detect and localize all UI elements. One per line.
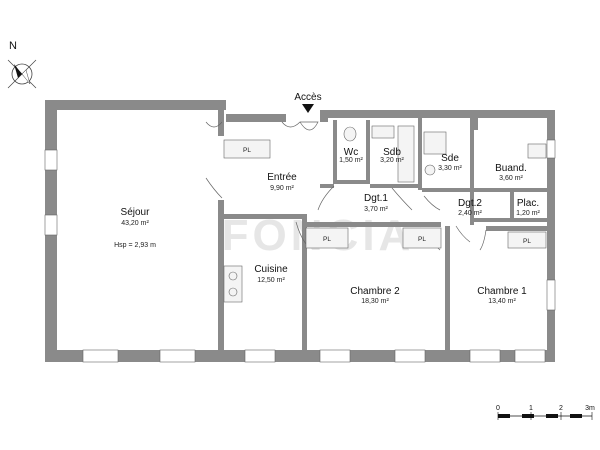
room-wc: Wc 1,50 m² (339, 147, 363, 164)
access-arrow-icon (302, 104, 314, 113)
scale-tick-1: 1 (529, 405, 533, 412)
room-name-dgt1: Dgt.1 (364, 193, 388, 204)
closet-label-entree: PL (243, 147, 251, 154)
room-area-sdb: 3,20 m² (380, 157, 404, 164)
room-area-dgt1: 3,70 m² (364, 206, 388, 213)
room-name-wc: Wc (344, 147, 358, 158)
room-dgt2: Dgt.2 2,40 m² (458, 198, 482, 217)
access-label: Accès (294, 92, 321, 103)
room-name-buand: Buand. (495, 163, 527, 174)
room-name-sdb: Sdb (383, 147, 401, 158)
room-cuisine: Cuisine 12,50 m² (254, 264, 288, 284)
room-plac: Plac. 1,20 m² (516, 198, 540, 217)
compass-north-label: N (9, 40, 17, 52)
interior-walls (218, 110, 550, 352)
room-area-buand: 3,60 m² (499, 175, 523, 182)
room-sde: Sde 3,30 m² (438, 153, 462, 172)
room-area-dgt2: 2,40 m² (458, 210, 482, 217)
room-name-sde: Sde (441, 153, 459, 164)
room-sdb: Sdb 3,20 m² (380, 147, 404, 164)
fixtures (223, 125, 547, 303)
room-sejour: Séjour 43,20 m² Hsp = 2,93 m (114, 207, 156, 249)
room-name-sejour: Séjour (121, 207, 151, 218)
room-name-chambre1: Chambre 1 (477, 286, 527, 297)
room-name-plac: Plac. (517, 198, 539, 209)
room-buand: Buand. 3,60 m² (495, 163, 527, 182)
room-area-plac: 1,20 m² (516, 210, 540, 217)
windows (44, 139, 556, 363)
room-name-entree: Entrée (267, 172, 297, 183)
room-area-chambre1: 13,40 m² (488, 298, 516, 305)
room-area-chambre2: 18,30 m² (361, 298, 389, 305)
room-area-sejour: 43,20 m² (121, 220, 149, 227)
closet-label-chambre2-b: PL (418, 236, 426, 243)
room-area-cuisine: 12,50 m² (257, 277, 285, 284)
scale-tick-0: 0 (496, 405, 500, 412)
room-name-cuisine: Cuisine (254, 264, 288, 275)
room-entree: Entrée 9,90 m² (267, 172, 297, 192)
room-chambre2: Chambre 2 18,30 m² (350, 286, 400, 305)
room-name-dgt2: Dgt.2 (458, 198, 482, 209)
room-area-wc: 1,50 m² (339, 157, 363, 164)
scale-bar: 0 1 2 3m (496, 405, 595, 420)
scale-tick-3: 3m (585, 405, 595, 412)
compass: N (7, 40, 37, 89)
room-name-chambre2: Chambre 2 (350, 286, 400, 297)
compass-icon (7, 59, 37, 89)
room-area-sde: 3,30 m² (438, 165, 462, 172)
closet-label-chambre1: PL (523, 238, 531, 245)
room-chambre1: Chambre 1 13,40 m² (477, 286, 527, 305)
room-dgt1: Dgt.1 3,70 m² (364, 193, 388, 213)
room-area-entree: 9,90 m² (270, 185, 294, 192)
closet-label-chambre2: PL (323, 236, 331, 243)
scale-tick-2: 2 (559, 405, 563, 412)
room-ceiling-height: Hsp = 2,93 m (114, 242, 156, 249)
